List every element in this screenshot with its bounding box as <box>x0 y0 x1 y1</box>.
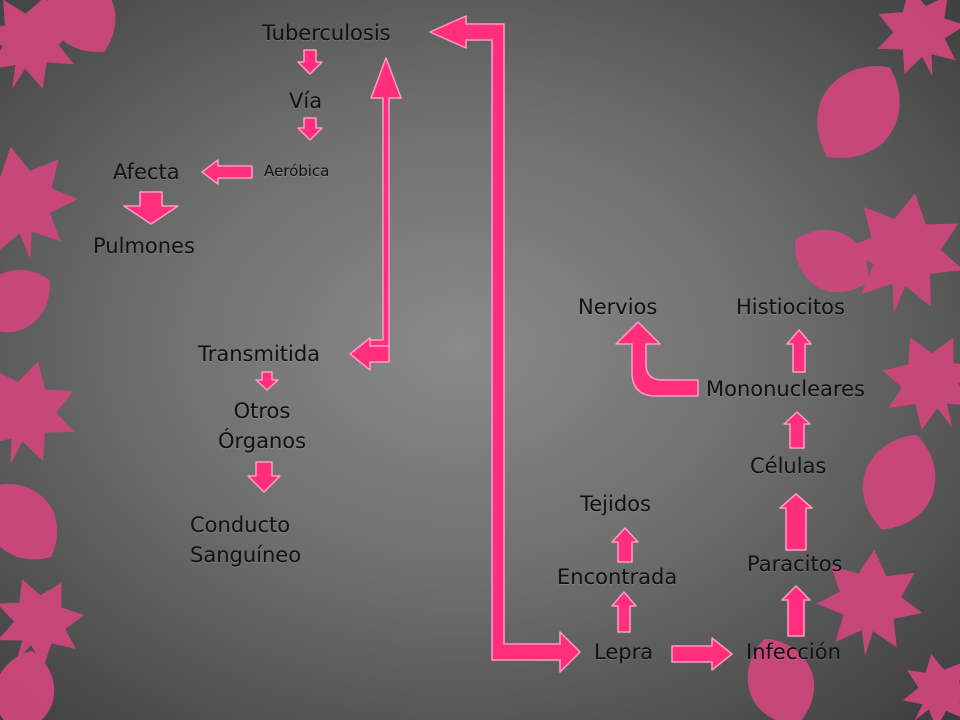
node-celulas: Células <box>750 454 827 478</box>
node-histiocitos: Histiocitos <box>736 295 845 319</box>
node-infeccion: Infección <box>746 640 841 664</box>
arrow-encontrada-tejidos <box>611 527 639 563</box>
arrow-otros-conducto <box>247 461 281 493</box>
arrow-transmitida-otros <box>255 371 279 391</box>
node-conducto-sanguineo: Conducto Sanguíneo <box>190 513 302 567</box>
node-afecta: Afecta <box>113 160 180 184</box>
arrow-tuberculosis-via <box>297 49 323 75</box>
arrow-mononucleares-nervios <box>615 321 699 397</box>
arrow-tuberculosis-lepra <box>429 15 581 673</box>
node-mononucleares: Mononucleares <box>706 377 865 401</box>
node-transmitida: Transmitida <box>198 342 321 366</box>
arrow-lepra-infeccion <box>671 637 733 671</box>
arrow-via-aerobica <box>297 117 323 141</box>
node-paracitos: Paracitos <box>747 552 843 576</box>
arrow-celulas-mononucleares <box>783 411 811 449</box>
arrow-aerobica-afecta <box>201 159 253 185</box>
node-tejidos: Tejidos <box>580 492 651 516</box>
node-pulmones: Pulmones <box>93 234 195 258</box>
arrow-lepra-encontrada <box>611 591 637 633</box>
arrow-loop-transmitida <box>349 337 390 371</box>
node-via: Vía <box>289 89 323 113</box>
arrow-infeccion-paracitos <box>781 585 811 637</box>
node-aerobica: Aeróbica <box>264 162 330 180</box>
node-nervios: Nervios <box>578 295 658 319</box>
arrow-transmitida-tuberculosis <box>369 57 402 347</box>
arrow-afecta-pulmones <box>123 191 179 225</box>
node-encontrada: Encontrada <box>557 565 678 589</box>
node-tuberculosis: Tuberculosis <box>262 21 391 45</box>
arrow-mononucleares-histiocitos <box>786 329 812 373</box>
node-lepra: Lepra <box>594 640 654 664</box>
arrow-paracitos-celulas <box>779 493 813 551</box>
node-otros-organos: Otros Órganos <box>217 399 307 453</box>
